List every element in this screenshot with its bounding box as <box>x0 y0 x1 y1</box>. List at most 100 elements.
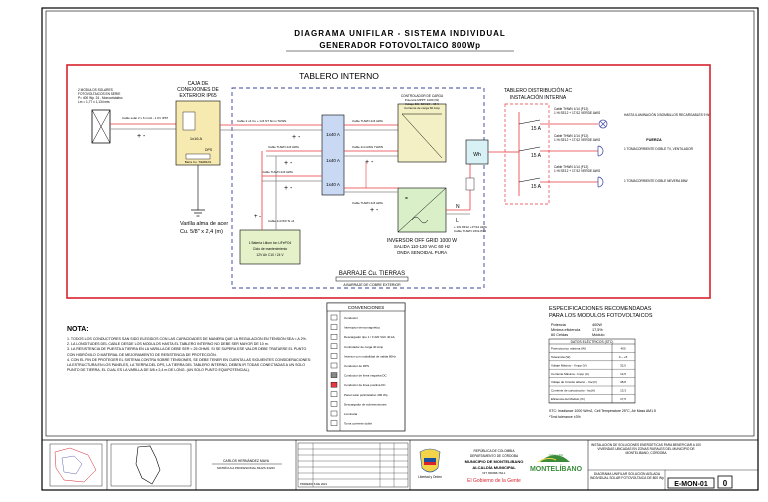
circuit3-load: 1 TOMACORRIENTE DOBLE NEVERA 85W <box>624 179 687 183</box>
convencion-icon-7 <box>330 372 338 378</box>
inverter-line1: INVERSOR OFF GRID 1000 W <box>387 238 457 244</box>
spec-row1-label: Potencia <box>551 323 567 327</box>
revision-table <box>297 442 409 488</box>
cable-label-3: Cable THWN 2x6 AWG <box>262 170 294 174</box>
sheet-border <box>41 7 759 491</box>
spec-table-value-2: 0 ~ +5 <box>619 355 628 359</box>
polarity-mark-7: + - <box>254 214 261 220</box>
spec-table-label-7: Eficiencia del Módulo (%) <box>551 397 585 401</box>
spec-table-value-6: 13,3 <box>620 389 626 393</box>
cable-label-5: Cable 2x4 AWG THWN <box>352 145 383 149</box>
cable-label-6: Cable THWN 2x6 AWG <box>352 201 384 205</box>
circuit3-cable: Cable THWN 1/14 (F12) <box>554 165 588 169</box>
convencion-item-9: Panel solar policristalino 400 Wp <box>344 393 388 397</box>
ac-polarity-l: L <box>456 218 459 224</box>
drawing-text-wrap: DIAGRAMA UNIFILAR SOLUCIÓN AISLADA INDIV… <box>590 472 664 480</box>
polarity-mark-2: + - <box>292 134 301 141</box>
cable-label-4: Cable THWN 2x6 AWG <box>352 119 384 123</box>
convencion-icon-4 <box>330 343 338 349</box>
luminaire-icon <box>598 119 608 129</box>
circuit1-cable: Cable THWN 1/14 (F12) <box>554 107 588 111</box>
spec-table-label-4: Corriente Máxima - Impp (A) <box>551 372 589 376</box>
fuerza-label: FUERZA <box>646 138 662 142</box>
caja-breaker-rating: 1x16 A <box>190 136 203 141</box>
cable-label-2: Cable THWN 2x6 AWG <box>268 145 300 149</box>
tablero-ac-line2: INSTALACIÓN INTERNA <box>510 94 567 101</box>
note-3: 3. LA RESISTENCIA DE PUESTA A TIERRA EN … <box>67 347 307 357</box>
solar-module-line1: 2 MODULOS SOLARES <box>78 88 113 92</box>
specs-title1: ESPECIFICACIONES RECOMENDADAS <box>549 306 652 312</box>
polarity-mark: + - <box>137 133 146 140</box>
spec-table-label-6: Corriente de cortocircuito - Isc(A) <box>551 389 595 393</box>
spec-row2-label: Mínima eficiencia <box>551 328 581 332</box>
internal-breaker-2[interactable]: 1x40 A <box>326 158 340 163</box>
project-text: INSTALACIÓN DE SOLUCIONES ENERGÉTICAS PA… <box>591 443 701 456</box>
red-installation-frame <box>66 64 711 299</box>
barraje-sub-label: A BARRAJE DE COBRE EXTERIOR <box>343 283 401 287</box>
cable-label-1: Cable 2 x4 Cu + 1x6 NT 6mm THWN <box>237 119 286 123</box>
controller-symbol-diag <box>401 113 443 159</box>
outlet-icon-2 <box>597 176 604 188</box>
convencion-icon-6 <box>330 362 338 369</box>
tablero-interno-boundary <box>231 87 485 289</box>
ground-icon <box>191 209 205 217</box>
project-text-wrap: INSTALACIÓN DE SOLUCIONES ENERGÉTICAS PA… <box>591 443 701 456</box>
circuit1-breaker[interactable]: 15 A <box>531 126 542 132</box>
ac-cable-label-a: + 1/N 8F12 +1T/12 AWG <box>454 225 488 229</box>
convencion-item-11: Luminaria <box>344 412 358 416</box>
caja-dps-label: DPS <box>205 148 213 152</box>
convencion-icon-11 <box>330 410 338 417</box>
signature-name: CARLOS HERNÁNDEZ MAYA <box>223 459 270 463</box>
spec-row3-label: 60 Celdas <box>551 333 568 337</box>
convencion-item-3: Descargador tipo 1 / II 220 VAC 40 kA <box>344 335 395 339</box>
title-line2: GENERADOR FOTOVOLTAICO 800Wp <box>319 41 480 50</box>
varilla-line2: Cu. 5/8" x 2,4 (m) <box>180 229 223 235</box>
inverter-line3: ONDA SENOIDAL PURA <box>397 250 447 255</box>
montelibano-logo-icon <box>537 455 570 463</box>
battery-box <box>239 229 301 265</box>
circuit2-cable: Cable THWN 1/14 (F12) <box>554 134 588 138</box>
revision-number: 0 <box>723 479 728 488</box>
circuit3-switch <box>518 177 541 183</box>
spec-row1-value: 400W <box>592 323 602 327</box>
location-map-shape-2 <box>135 445 161 485</box>
polarity-mark-4: + - <box>284 185 293 192</box>
colombia-coat-of-arms-icon <box>419 448 441 473</box>
convencion-item-7: Conductor de línea negativa DC <box>344 374 388 378</box>
note-2: 2. LA LONGITUDES DEL CABLE DESDE LOS MOD… <box>67 342 269 347</box>
internal-breaker-1[interactable]: 1x40 A <box>326 132 340 137</box>
tablero-interno-title: TABLERO INTERNO <box>299 71 379 81</box>
spec-table-label-1: Potencia pico máxima (W) <box>551 347 586 351</box>
specs-title2: PARA LOS MODULOS FOTOVOLTAICOS <box>549 313 653 319</box>
polarity-mark-3: + - <box>284 160 293 167</box>
circuit1-switch <box>518 119 541 125</box>
solar-module-line3: P= 400 Wp. 24 - Monocristalino <box>78 96 123 100</box>
inverter-line2: SALIDA 110-120 VAC 60 Hz <box>394 244 451 249</box>
nit-text: NIT. 800096-762-1 <box>482 471 506 475</box>
convencion-item-2: Interruptor termomagnético <box>344 326 381 330</box>
controller-line1: CONTROLADOR DE CARGA <box>401 94 444 98</box>
cable-label-7: Cable 1x3 8/0 Ts x4 <box>268 219 295 223</box>
specs-footnote1: STC: Irradiance 1000 W/m2, Cell Temperat… <box>549 409 656 413</box>
convenciones-header <box>326 302 406 312</box>
drawing-code: E-MON-01 <box>674 481 708 488</box>
caja-breaker <box>182 111 196 131</box>
circuit3-breaker[interactable]: 15 A <box>531 184 542 190</box>
spec-row3-value: Módulo <box>592 333 604 337</box>
spec-table-value-4: 12,5 <box>620 372 626 376</box>
cable-solar-label: Cable solar 2 x 6 mm2 - 1 KV IP67 <box>122 116 169 120</box>
convencion-item-12: Toma corriente doble <box>344 422 372 426</box>
charge-controller <box>397 103 447 163</box>
drawing-code-box <box>667 477 715 489</box>
specs-footnote2: *Tmd tolerance ±3% <box>549 415 581 419</box>
meter-label: Wh <box>473 152 481 158</box>
notes-title: NOTA: <box>67 326 89 333</box>
controller-line4: Corriente de carga 60 Amp <box>404 106 440 110</box>
caja-ground-bar <box>185 153 211 160</box>
internal-breaker-3[interactable]: 1x40 A <box>326 182 340 187</box>
convencion-icon-12 <box>330 420 338 426</box>
circuit2-breaker[interactable]: 15 A <box>531 153 542 159</box>
